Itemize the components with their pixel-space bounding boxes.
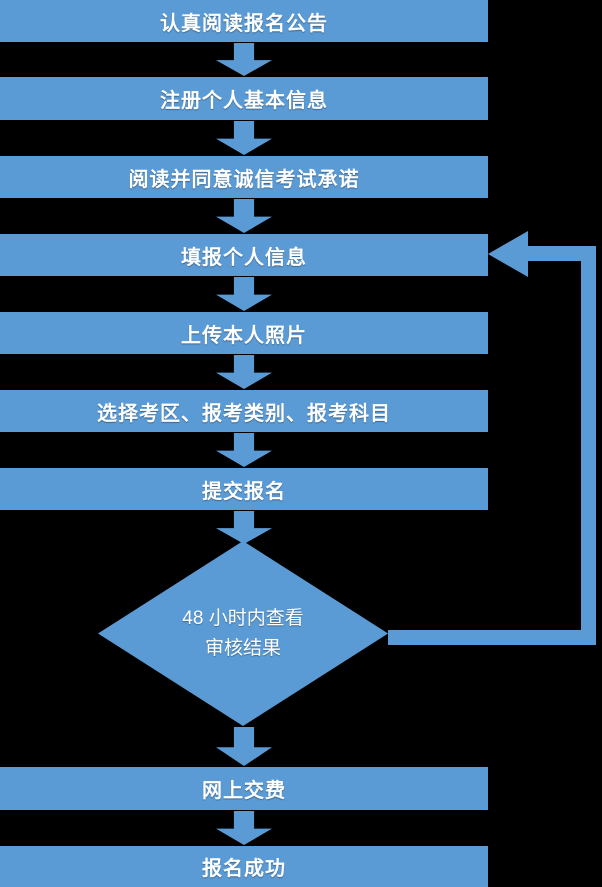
flow-node-label: 上传本人照片 [181, 324, 307, 347]
arrow-down-icon [216, 121, 272, 155]
arrow-down-icon [216, 727, 272, 766]
arrow-down-icon [216, 355, 272, 389]
flow-node-agree-integrity-pledge[interactable]: 阅读并同意诚信考试承诺 [0, 156, 488, 198]
flow-node-label: 提交报名 [202, 480, 286, 503]
feedback-loop-arrowhead-icon [488, 231, 528, 277]
flow-node-label: 选择考区、报考类别、报考科目 [97, 402, 391, 425]
flow-node-read-announcement[interactable]: 认真阅读报名公告 [0, 0, 488, 42]
flow-node-label: 注册个人基本信息 [160, 90, 328, 112]
flow-node-upload-photo[interactable]: 上传本人照片 [0, 312, 488, 354]
feedback-loop-top-segment [528, 246, 596, 261]
flow-node-fill-personal-info[interactable]: 填报个人信息 [0, 234, 488, 276]
flow-node-registration-success[interactable]: 报名成功 [0, 846, 488, 887]
flow-node-label: 填报个人信息 [181, 246, 307, 269]
connector-arrow-7 [216, 511, 272, 544]
flow-node-label: 网上交费 [202, 780, 286, 802]
arrow-down-icon [216, 43, 272, 76]
arrow-down-icon [216, 433, 272, 467]
arrow-down-icon [216, 511, 272, 544]
flow-node-label: 报名成功 [202, 858, 286, 880]
flow-node-select-exam-region-category-subject[interactable]: 选择考区、报考类别、报考科目 [0, 390, 488, 432]
flow-node-label: 阅读并同意诚信考试承诺 [128, 168, 360, 191]
arrow-down-icon [216, 277, 272, 311]
diamond-shape-icon [98, 541, 388, 726]
connector-arrow-6 [216, 433, 272, 467]
flow-node-online-payment[interactable]: 网上交费 [0, 767, 488, 810]
flow-node-submit-application[interactable]: 提交报名 [0, 468, 488, 510]
connector-arrow-5 [216, 355, 272, 389]
flow-node-register-basic-info[interactable]: 注册个人基本信息 [0, 77, 488, 120]
connector-arrow-8 [216, 727, 272, 766]
connector-arrow-1 [216, 43, 272, 76]
connector-arrow-3 [216, 199, 272, 233]
arrow-down-icon [216, 199, 272, 233]
feedback-loop-bottom-segment [388, 630, 596, 645]
connector-arrow-9 [216, 811, 272, 845]
flow-node-check-review-result[interactable]: 48 小时内查看 审核结果 [98, 541, 388, 726]
flow-node-label: 认真阅读报名公告 [160, 12, 328, 35]
arrow-down-icon [216, 811, 272, 845]
feedback-loop-right-segment [581, 246, 596, 645]
connector-arrow-2 [216, 121, 272, 155]
connector-arrow-4 [216, 277, 272, 311]
